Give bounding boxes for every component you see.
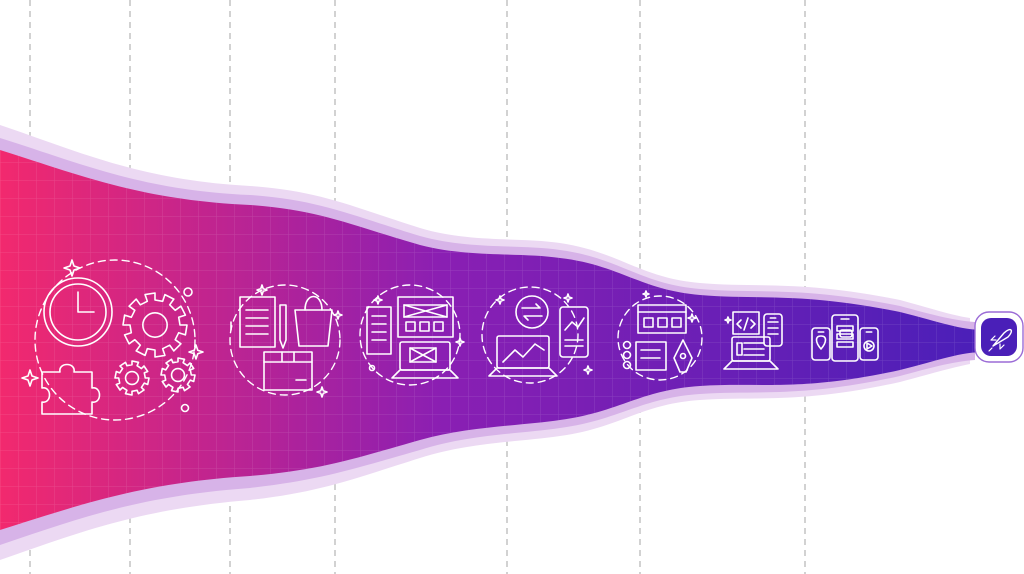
chat-bubble-icon [839,329,853,338]
stage-1 [21,259,204,421]
funnel-endpoint [974,311,1024,363]
shopping-bag-icon [294,295,333,347]
mobile-phone-icon [831,314,859,362]
sync-arrows-icon [515,295,549,329]
stage-5 [617,290,703,381]
stage-6 [723,311,783,370]
sidebar-panel-icon [366,306,392,355]
map-pin-icon [811,327,831,361]
laptop-icon [391,341,459,379]
code-window-icon [732,311,760,335]
clock-icon [43,277,113,347]
video-play-icon [859,327,879,361]
rocket-icon [974,311,1024,363]
sparkle-icon [21,259,204,413]
phone-icon [763,313,783,347]
browser-window-icon [635,304,687,371]
stage-icons [21,259,879,421]
stage-2 [229,284,343,398]
document-icon [239,296,276,348]
pen-tool-icon [673,339,693,373]
puzzle-icon [41,363,101,415]
laptop-icon [723,336,779,370]
stage-3 [359,284,465,386]
gears-icon [114,292,196,396]
laptop-chart-icon [488,335,558,377]
tablet-icon [559,306,589,358]
stage-4 [481,286,593,384]
palette-icon [622,340,632,370]
wireframe-layout-icon [397,296,454,338]
package-box-icon [263,351,313,391]
pen-icon [279,304,287,349]
stage-7 [811,314,879,362]
